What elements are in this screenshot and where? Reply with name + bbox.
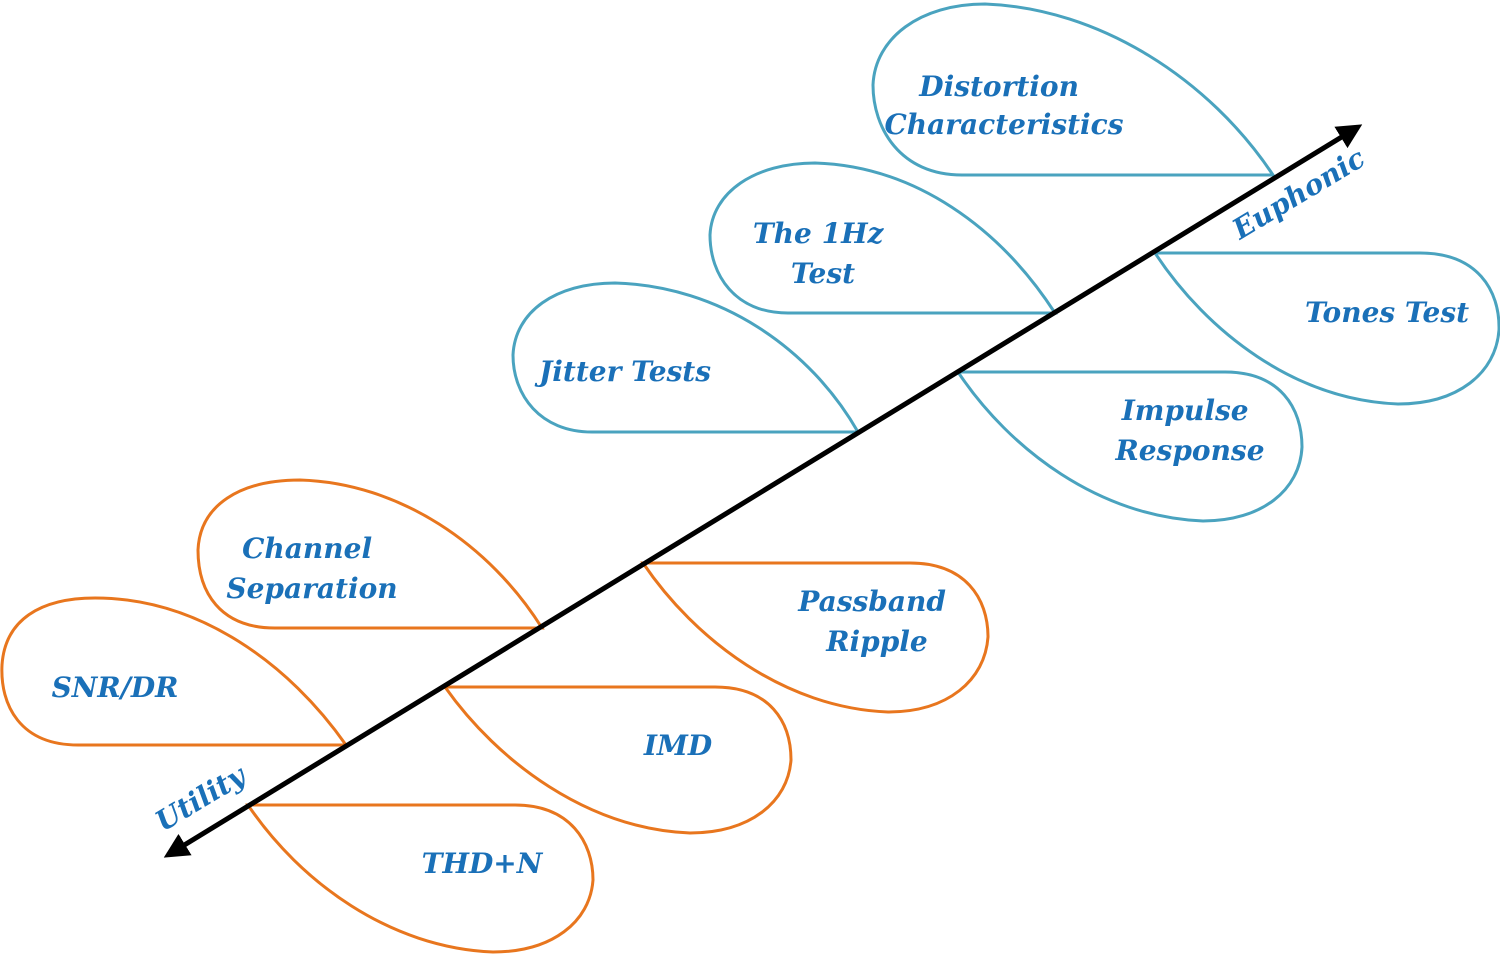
leaf-label-line: SNR/DR: [52, 671, 179, 704]
leaf-label-line: Separation: [226, 572, 397, 605]
leaf-label-jitter-tests: Jitter Tests: [534, 355, 711, 388]
axis-label-utility: Utility: [150, 758, 253, 838]
leaf-label-line: Characteristics: [884, 108, 1123, 141]
leaf-label-line: IMD: [643, 729, 713, 762]
leaf-label-line: Channel: [242, 532, 372, 565]
leaf-label-line: Response: [1114, 434, 1264, 467]
leaf-label-impulse-response: Impulse Response: [1114, 394, 1264, 467]
leaf-label-line: Passband: [797, 585, 946, 618]
leaf-label-line: Jitter Tests: [534, 355, 711, 388]
leaf-label-imd: IMD: [643, 729, 713, 762]
leaf-imd: [442, 685, 793, 835]
leaf-label-snr-dr: SNR/DR: [52, 671, 179, 704]
leaf-label-line: Ripple: [825, 625, 928, 658]
leaf-label-line: Distortion: [918, 70, 1079, 103]
leaf-label-distortion-characteristics: Distortion Characteristics: [884, 70, 1123, 141]
leaf-label-line: The 1Hz: [753, 217, 885, 250]
leaf-label-tones-test: Tones Test: [1305, 296, 1469, 329]
leaf-label-line: Impulse: [1121, 394, 1249, 427]
leaf-label-line: Test: [791, 257, 855, 290]
leaf-label-thd-n: THD+N: [422, 847, 544, 880]
leaf-label-line: THD+N: [422, 847, 544, 880]
axis-line: [163, 124, 1363, 858]
leaf-label-passband-ripple: Passband Ripple: [797, 585, 955, 658]
leaf-label-1hz-test: The 1Hz Test: [753, 217, 893, 290]
leaf-label-line: Tones Test: [1305, 296, 1469, 329]
leaf-label-channel-separation: Channel Separation: [226, 532, 397, 605]
